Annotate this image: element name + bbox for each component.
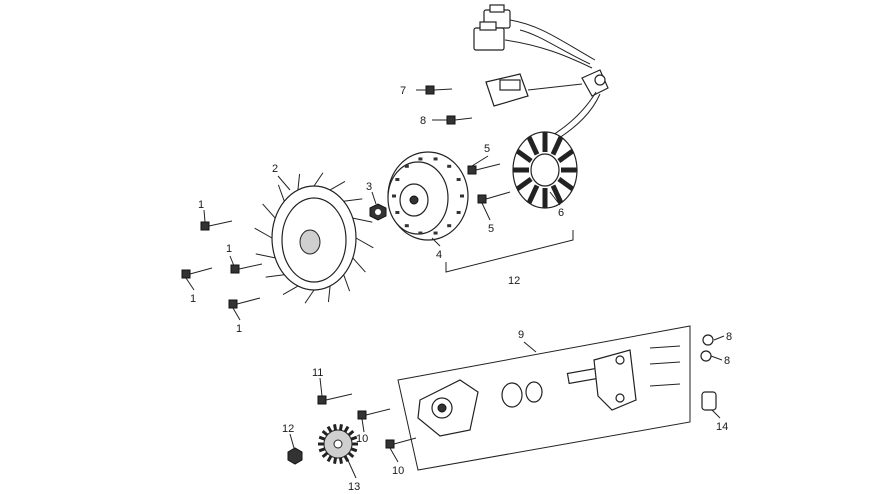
bolt-icon: [230, 263, 263, 274]
rotor-slot: [395, 178, 400, 182]
rotor-slot: [418, 157, 423, 161]
flywheel-rotor-icon: [387, 151, 469, 241]
callout-14: 14: [716, 421, 728, 433]
callout-1: 1: [198, 199, 204, 211]
fan-blade: [282, 285, 299, 295]
sprocket-tooth: [333, 424, 338, 431]
bolt-icon: [477, 191, 511, 204]
nut-icon: [369, 203, 387, 221]
sprocket-tooth: [318, 447, 326, 453]
sprocket-tooth: [318, 435, 326, 441]
rotor-slot: [456, 210, 461, 214]
sprocket-icon: [318, 424, 358, 464]
callout-6: 6: [558, 207, 564, 219]
sprocket-tooth: [321, 451, 329, 459]
rotor-slot: [456, 178, 461, 182]
leader-lines: [185, 89, 725, 479]
callout-10: 10: [392, 465, 404, 477]
fan-blade: [343, 274, 351, 292]
rotor-slot: [433, 157, 438, 161]
cooling-fan-icon: [254, 172, 374, 304]
rotor-slot: [433, 231, 438, 235]
fan-blade: [265, 274, 285, 278]
sprocket-tooth: [338, 424, 343, 431]
stator-tooth: [550, 184, 564, 204]
callout-5: 5: [484, 143, 490, 155]
callout-12: 12: [282, 423, 294, 435]
callout-13: 13: [348, 481, 360, 493]
fan-blade: [327, 285, 331, 303]
washer-icon: [700, 350, 712, 362]
rotor-slot: [418, 231, 423, 235]
callout-4: 4: [436, 249, 442, 261]
rotor-slot: [460, 194, 464, 198]
stator-tooth: [515, 148, 533, 164]
sprocket-tooth: [333, 457, 338, 464]
sprocket-tooth: [326, 455, 333, 463]
bolt-icon: [200, 220, 233, 231]
fan-blade: [262, 203, 276, 219]
stator-tooth: [526, 184, 540, 204]
callout-12: 12: [508, 275, 520, 287]
bolt-icon: [228, 297, 261, 309]
fan-blade: [355, 237, 374, 249]
callout-7: 7: [400, 85, 406, 97]
pickup-coil-icon: [485, 69, 609, 141]
rotor-slot: [392, 194, 396, 198]
stator-tooth: [515, 176, 533, 192]
rotor-slot: [404, 224, 409, 228]
fan-blade: [352, 257, 366, 273]
sprocket-tooth: [343, 425, 350, 433]
rotor-slot: [447, 224, 452, 228]
callout-1: 1: [236, 323, 242, 335]
fan-blade: [329, 181, 346, 191]
callout-7: 8: [420, 115, 426, 127]
stator-tooth: [550, 136, 564, 156]
callout-5: 5: [488, 223, 494, 235]
wire-connector-icon: [473, 4, 596, 69]
sprocket-tooth: [338, 457, 343, 464]
callout-9: 9: [518, 329, 524, 341]
stator-tooth: [526, 136, 540, 156]
bolt-icon: [181, 267, 213, 279]
dowel-pin-icon: [701, 391, 717, 411]
callout-8: 8: [726, 331, 732, 343]
callout-1: 1: [226, 243, 232, 255]
fan-blade: [304, 289, 315, 304]
rotor-slot: [404, 164, 409, 168]
fan-blade: [297, 173, 301, 191]
sprocket-tooth: [350, 435, 358, 441]
stator-tooth: [557, 176, 575, 192]
fan-blade: [254, 227, 273, 239]
sprocket-tooth: [347, 451, 355, 459]
washer-icon: [702, 334, 714, 346]
callout-11: 11: [312, 367, 323, 379]
callout-10: 10: [356, 433, 368, 445]
callout-2: 2: [272, 163, 278, 175]
sprocket-tooth: [347, 429, 355, 437]
callout-1: 1: [190, 293, 196, 305]
sprocket-tooth: [326, 425, 333, 433]
sprocket-tooth: [321, 429, 329, 437]
bolt-icon: [446, 115, 473, 125]
callout-3: 3: [366, 181, 372, 193]
stator-tooth: [557, 148, 575, 164]
sprocket-tooth: [350, 447, 358, 453]
starter-bracket-icon: [397, 325, 691, 471]
stator-coil-icon: [512, 131, 578, 209]
fan-blade: [277, 184, 285, 202]
callout-8: 8: [724, 355, 730, 367]
bolt-icon: [317, 393, 353, 405]
rotor-slot: [395, 210, 400, 214]
fan-blade: [352, 217, 373, 223]
fan-blade: [255, 253, 276, 259]
rotor-slot: [447, 164, 452, 168]
bolt-icon: [357, 408, 391, 420]
fan-blade: [343, 198, 363, 202]
fan-blade: [313, 172, 324, 187]
nut-icon: [287, 447, 303, 465]
bolt-icon: [425, 85, 453, 95]
